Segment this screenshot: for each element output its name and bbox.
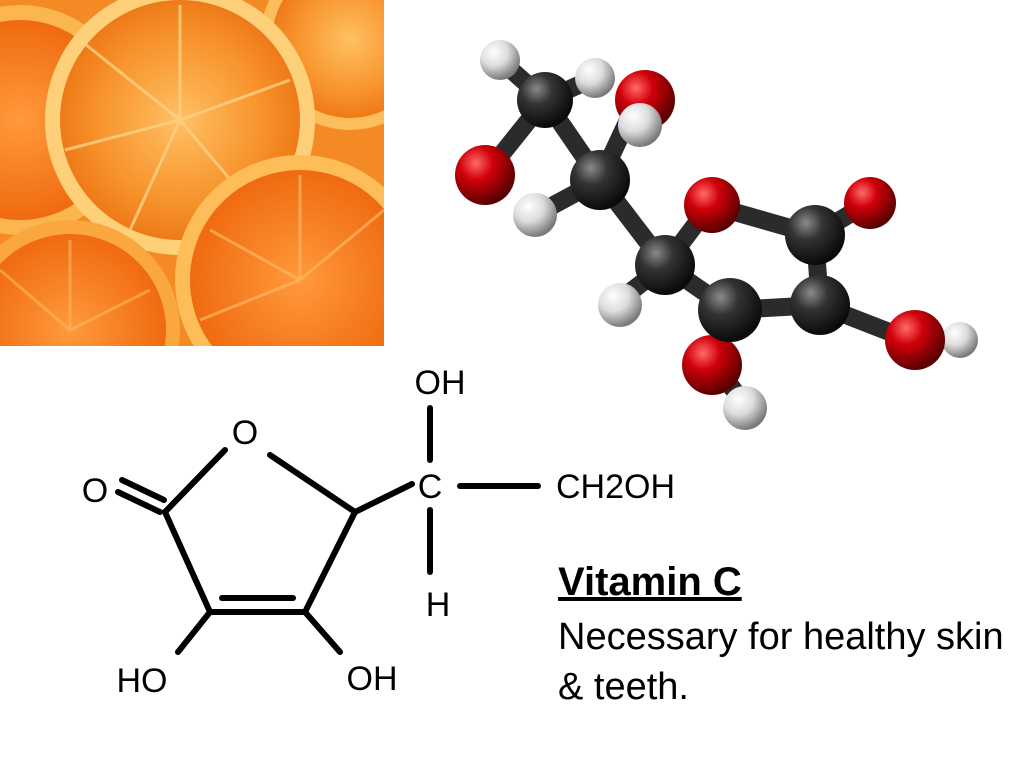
ball-and-stick-molecule-model — [440, 20, 1000, 440]
caption-title: Vitamin C — [558, 560, 742, 604]
caption-description: Necessary for healthy skin & teeth. — [558, 616, 1004, 708]
label-carbonyl-oxygen: O — [82, 472, 108, 510]
orange-slices-image — [0, 0, 384, 346]
label-oh-bottom: OH — [347, 660, 398, 698]
label-carbon: C — [418, 468, 443, 506]
label-ring-oxygen: O — [232, 414, 258, 452]
structural-formula-diagram: OH C CH2OH H O O HO OH — [60, 350, 740, 770]
caption: Vitamin C Necessary for healthy skin & t… — [558, 558, 1008, 712]
label-oh-top: OH — [415, 364, 466, 402]
label-ch2oh: CH2OH — [556, 468, 675, 506]
label-hydrogen: H — [426, 586, 451, 624]
label-ho-left: HO — [117, 662, 168, 700]
